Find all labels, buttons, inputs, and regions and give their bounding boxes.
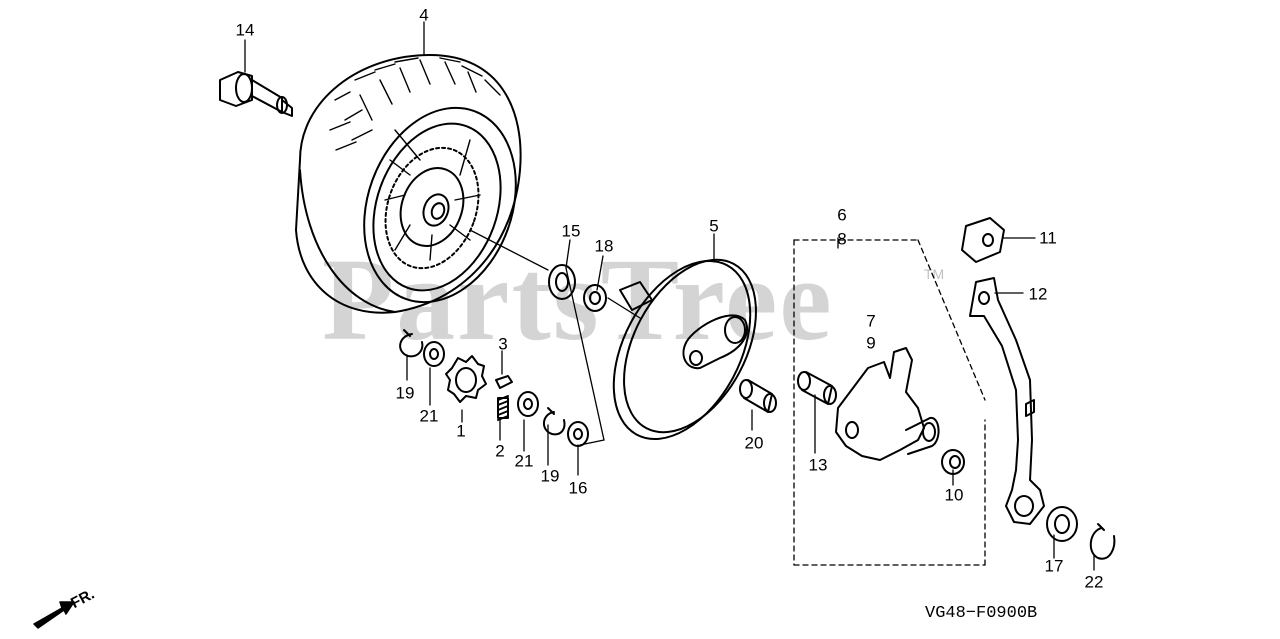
pinion-part-1	[445, 355, 487, 403]
snap-clip-part-19-right	[543, 407, 566, 436]
bushing-part-10	[941, 449, 965, 475]
snap-clip-part-19-left	[399, 329, 424, 358]
washer-part-17	[1046, 506, 1078, 542]
snap-ring-part-22	[1089, 523, 1116, 560]
callout-7: 7	[866, 311, 876, 331]
washer-part-16	[567, 421, 589, 447]
lever-arm-part-12	[969, 277, 1045, 525]
callout-20: 20	[744, 433, 764, 453]
front-direction-arrow	[33, 601, 75, 629]
callout-19-left: 19	[395, 383, 415, 403]
callout-22: 22	[1084, 572, 1104, 592]
wheel-adjuster-lever-parts-7-9	[835, 347, 940, 461]
slide-block-part-11	[961, 217, 1005, 263]
watermark-trademark: TM	[924, 266, 945, 282]
callout-12: 12	[1028, 284, 1048, 304]
callout-6: 6	[837, 205, 847, 225]
callout-18: 18	[594, 236, 614, 256]
axle-bolt-part-14	[219, 71, 293, 117]
callout-5: 5	[709, 216, 719, 236]
washer-part-21-right	[517, 391, 539, 417]
callout-19-right: 19	[540, 466, 560, 486]
callout-21-left: 21	[419, 406, 439, 426]
callout-21-right: 21	[514, 451, 534, 471]
callout-15: 15	[561, 221, 581, 241]
callout-14: 14	[235, 20, 255, 40]
assembly-6-8-boundary	[793, 239, 986, 566]
rear-wheel-part-4	[295, 54, 522, 314]
callout-10: 10	[944, 485, 964, 505]
callout-9: 9	[866, 333, 876, 353]
callout-13: 13	[808, 455, 828, 475]
drawing-code: VG48−F0900B	[925, 604, 1038, 623]
callout-11: 11	[1039, 228, 1057, 248]
callout-4: 4	[419, 5, 429, 25]
washer-part-15	[548, 264, 576, 300]
washer-part-18	[583, 284, 607, 312]
key-part-3	[495, 375, 513, 389]
slide-block-part-13	[797, 371, 837, 405]
callout-8: 8	[837, 229, 847, 249]
wheel-cap-plate-part-5	[612, 258, 757, 441]
callout-1: 1	[456, 421, 466, 441]
spring-part-2	[497, 395, 509, 421]
callout-17: 17	[1044, 556, 1064, 576]
callout-16: 16	[568, 478, 588, 498]
washer-part-21-left	[423, 341, 445, 367]
leader-lines	[244, 21, 1095, 571]
callout-2: 2	[495, 441, 505, 461]
collar-part-20	[739, 379, 777, 413]
callout-3: 3	[498, 334, 508, 354]
